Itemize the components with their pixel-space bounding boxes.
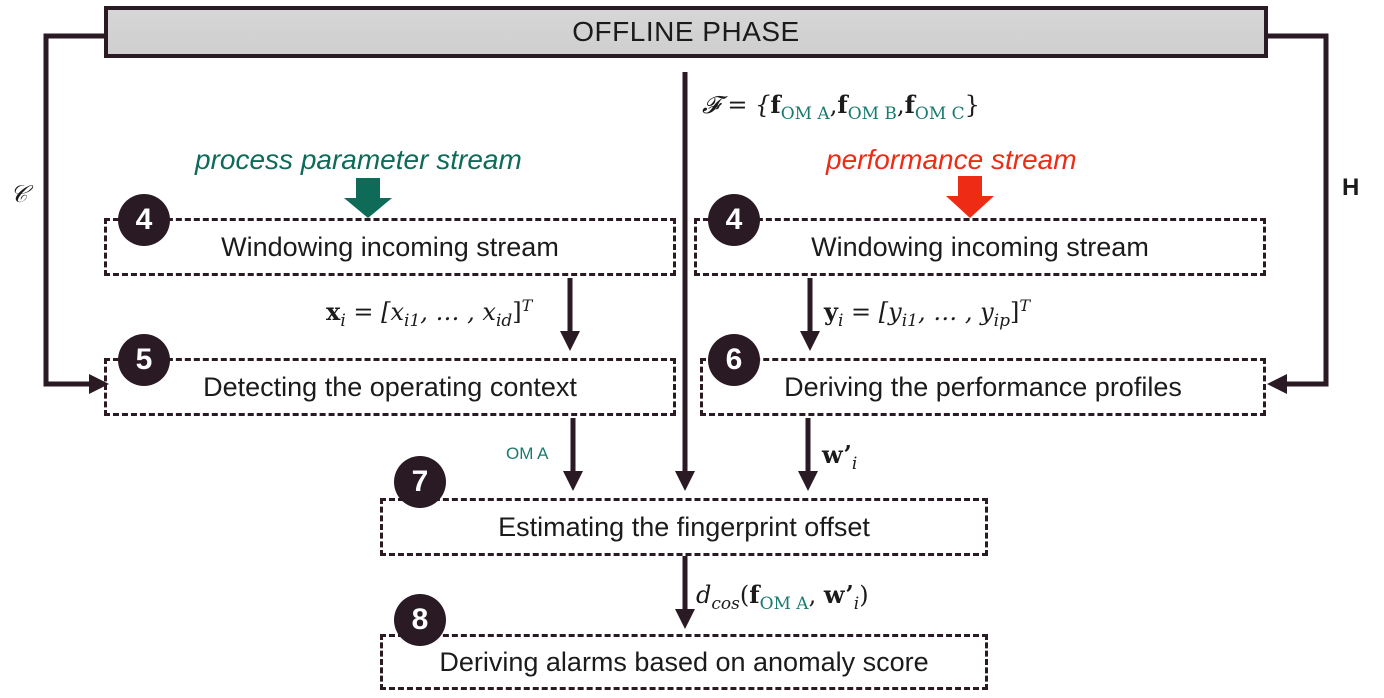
sep-2: , bbox=[896, 91, 905, 119]
step-6-label: Deriving the performance profiles bbox=[784, 371, 1182, 402]
step-8-label: Deriving alarms based on anomaly score bbox=[439, 646, 929, 677]
y-sub-ip: ip bbox=[993, 310, 1010, 331]
right-loop-line bbox=[1267, 33, 1329, 394]
om-c-subscript: OM C bbox=[914, 103, 965, 124]
right-loop-label: H bbox=[1342, 174, 1360, 201]
d-symbol: d bbox=[696, 581, 712, 609]
step-7-badge: 7 bbox=[394, 456, 446, 508]
fingerprint-set-lhs: 𝓕 = { bbox=[702, 91, 771, 119]
f-symbol-c: f bbox=[904, 90, 915, 119]
y-vector-formula: yi = [yi1, … , yip]T bbox=[824, 296, 1030, 331]
y-close: ] bbox=[1009, 298, 1020, 326]
performance-stream-label: performance stream bbox=[826, 144, 1077, 175]
x-sub-i1: i1 bbox=[404, 310, 421, 331]
step-4-right-badge: 4 bbox=[708, 194, 760, 246]
step-4-left-label: Windowing incoming stream bbox=[221, 231, 559, 262]
f-symbol-b: f bbox=[837, 90, 848, 119]
left-loop-line bbox=[43, 33, 109, 394]
d-om-a-subscript: OM A bbox=[759, 593, 809, 614]
left-loop-label: 𝒞 bbox=[10, 180, 28, 208]
y-sup-t: T bbox=[1019, 296, 1031, 315]
fingerprint-set-rhs: } bbox=[964, 91, 980, 119]
om-b-subscript: OM B bbox=[847, 103, 897, 124]
step-5-detecting-context: Detecting the operating context bbox=[104, 358, 676, 416]
green-stream-arrow bbox=[344, 178, 392, 218]
step-6-deriving-profiles: Deriving the performance profiles bbox=[700, 358, 1266, 416]
cosine-distance-formula: dcos(fOM A, w’i) bbox=[696, 580, 869, 614]
process-parameter-stream-label: process parameter stream bbox=[195, 144, 522, 175]
w-sub-i: i bbox=[851, 453, 858, 474]
d-f-symbol: f bbox=[749, 580, 760, 609]
step-6-badge: 6 bbox=[708, 334, 760, 386]
fingerprint-set-formula: 𝓕 = {fOM A,fOM B,fOM C} bbox=[702, 90, 980, 124]
d-w-sub-i: i bbox=[853, 593, 860, 614]
y-eq: = [y bbox=[843, 298, 902, 326]
y-sub-i: i bbox=[837, 310, 844, 331]
w-prime-mark: ’ bbox=[843, 440, 852, 469]
om-a-label: OM A bbox=[506, 444, 549, 463]
x-sub-i: i bbox=[340, 310, 346, 331]
d-w-symbol: w bbox=[823, 580, 846, 609]
step-7-label: Estimating the fingerprint offset bbox=[498, 511, 870, 542]
step-4-right-label: Windowing incoming stream bbox=[811, 231, 1149, 262]
y-mid: , … , y bbox=[917, 298, 994, 326]
step-5-badge: 5 bbox=[118, 334, 170, 386]
step-5-label: Detecting the operating context bbox=[203, 371, 577, 402]
red-stream-arrow bbox=[946, 176, 994, 218]
d-open: ( bbox=[739, 581, 750, 609]
d-sep: , bbox=[808, 581, 824, 609]
f-symbol-a: f bbox=[770, 90, 781, 119]
x-eq: = [x bbox=[345, 298, 405, 326]
x-sup-t: T bbox=[521, 296, 533, 315]
step-4-windowing-process: Windowing incoming stream bbox=[104, 218, 676, 276]
x-vector-formula: xi = [xi1, … , xid]T bbox=[326, 296, 532, 331]
d-w-prime: ’ bbox=[845, 580, 854, 609]
x-mid: , … , x bbox=[420, 298, 496, 326]
step-4-windowing-performance: Windowing incoming stream bbox=[694, 218, 1266, 276]
step-7-estimating-offset: Estimating the fingerprint offset bbox=[380, 498, 988, 556]
sep-1: , bbox=[829, 91, 838, 119]
offline-phase-title: OFFLINE PHASE bbox=[572, 16, 800, 47]
x-close: ] bbox=[512, 298, 522, 326]
y-bold: y bbox=[824, 297, 838, 326]
step-8-deriving-alarms: Deriving alarms based on anomaly score bbox=[380, 634, 988, 690]
offline-phase-header: OFFLINE PHASE bbox=[104, 6, 1268, 58]
d-close: ) bbox=[859, 581, 869, 609]
step-8-badge: 8 bbox=[394, 594, 446, 646]
x-bold: x bbox=[326, 297, 341, 326]
w-bold: w bbox=[822, 440, 844, 469]
w-prime-formula: w’i bbox=[822, 440, 857, 474]
x-sub-id: id bbox=[495, 310, 513, 331]
y-sub-i1: i1 bbox=[901, 310, 918, 331]
step-4-left-badge: 4 bbox=[118, 194, 170, 246]
d-sub-cos: cos bbox=[711, 593, 740, 614]
om-a-subscript: OM A bbox=[780, 103, 830, 124]
